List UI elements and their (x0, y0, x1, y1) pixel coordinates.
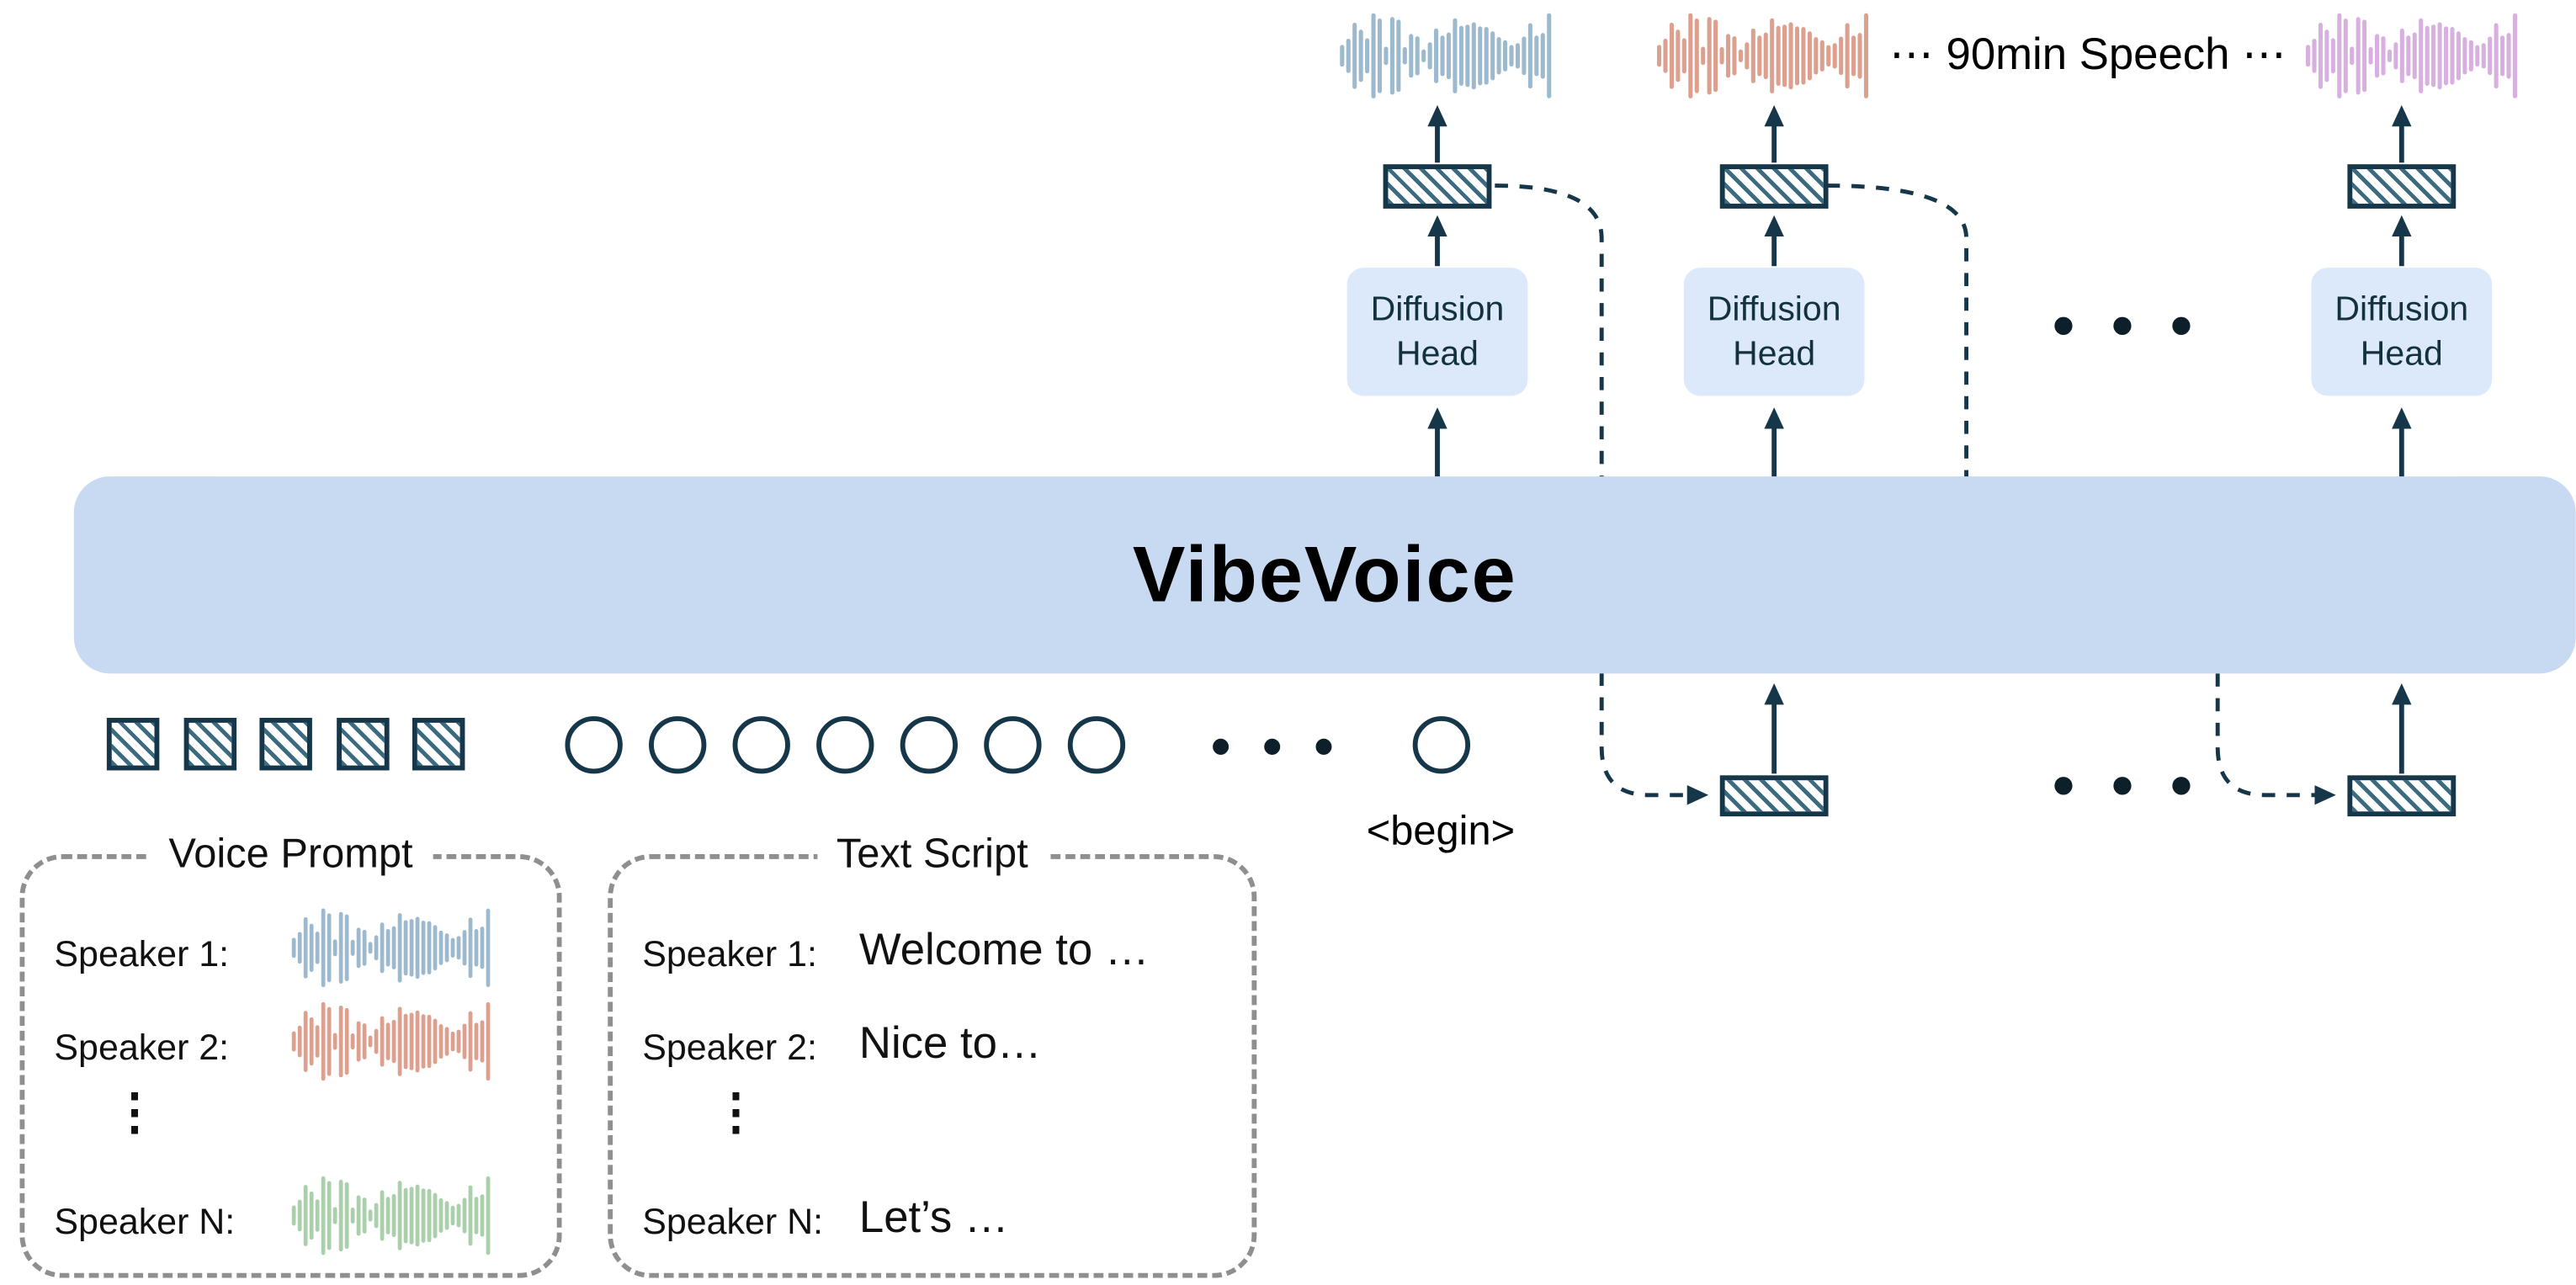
voice-prompt-title: Voice Prompt (148, 831, 433, 879)
script-speaker-label-2: Speaker 2: (642, 1027, 817, 1068)
begin-token-circle (1411, 715, 1470, 773)
generated-token-ellipsis: • • • (2052, 752, 2202, 821)
voice-prompt-token-4 (336, 718, 389, 771)
voice-prompt-token-1 (106, 718, 160, 771)
speech-duration-label: ⋯ 90min Speech ⋯ (1889, 29, 2287, 79)
diffusion-head-label-line1: Diffusion (1707, 289, 1841, 328)
script-speaker-label-1: Speaker 1: (642, 932, 817, 974)
begin-token-label: <begin> (1366, 808, 1516, 855)
speech-waveform-2 (1656, 13, 1870, 99)
speaker-label-n: Speaker N: (54, 1200, 236, 1242)
output-acoustic-token-3 (2347, 164, 2456, 209)
diffusion-head-1: Diffusion Head (1346, 268, 1528, 396)
diffusion-head-label-line2: Head (1733, 335, 1816, 374)
speaker-label-2: Speaker 2: (54, 1027, 230, 1068)
text-token-4 (815, 715, 874, 773)
output-acoustic-token-1 (1383, 164, 1492, 209)
speaker-label-1: Speaker 1: (54, 932, 230, 974)
text-token-2 (648, 715, 706, 773)
voice-prompt-panel: Voice Prompt Speaker 1: Speaker 2: ⋮ Spe… (19, 831, 562, 1278)
vertical-ellipsis: ⋮ (711, 1086, 761, 1140)
script-text-1: Welcome to … (858, 924, 1150, 974)
text-script-panel: Text Script Speaker 1: Welcome to … Spea… (608, 831, 1257, 1278)
speech-waveform-1 (1339, 13, 1553, 99)
vertical-ellipsis: ⋮ (109, 1086, 160, 1140)
diffusion-heads-ellipsis: • • • (2052, 292, 2202, 362)
text-token-1 (564, 715, 622, 773)
script-text-2: Nice to… (858, 1018, 1042, 1068)
speaker-waveform-2 (291, 1001, 491, 1081)
vibevoice-bar: VibeVoice (73, 476, 2576, 674)
voice-prompt-token-5 (412, 718, 465, 771)
voice-prompt-token-2 (183, 718, 236, 771)
text-token-5 (899, 715, 958, 773)
text-token-3 (731, 715, 789, 773)
diffusion-head-label-line1: Diffusion (1370, 289, 1505, 328)
text-token-7 (1066, 715, 1125, 773)
diffusion-head-3: Diffusion Head (2311, 268, 2493, 396)
diffusion-head-label-line1: Diffusion (2334, 289, 2469, 328)
text-script-title: Text Script (816, 831, 1049, 879)
text-token-6 (983, 715, 1041, 773)
vibevoice-title: VibeVoice (1132, 531, 1517, 619)
script-text-n: Let’s … (858, 1192, 1009, 1242)
script-speaker-label-n: Speaker N: (642, 1200, 824, 1242)
feedback-token-box-1 (1719, 775, 1829, 817)
speaker-waveform-1 (291, 908, 491, 988)
diffusion-head-2: Diffusion Head (1683, 268, 1865, 396)
feedback-token-box-2 (2347, 775, 2456, 817)
speech-waveform-3 (2305, 13, 2519, 99)
voice-prompt-token-3 (259, 718, 312, 771)
diffusion-head-label-line2: Head (1395, 335, 1479, 374)
output-acoustic-token-2 (1719, 164, 1829, 209)
input-tokens-ellipsis: • • • (1210, 716, 1342, 779)
speaker-waveform-n (291, 1176, 491, 1256)
diffusion-head-label-line2: Head (2360, 335, 2443, 374)
